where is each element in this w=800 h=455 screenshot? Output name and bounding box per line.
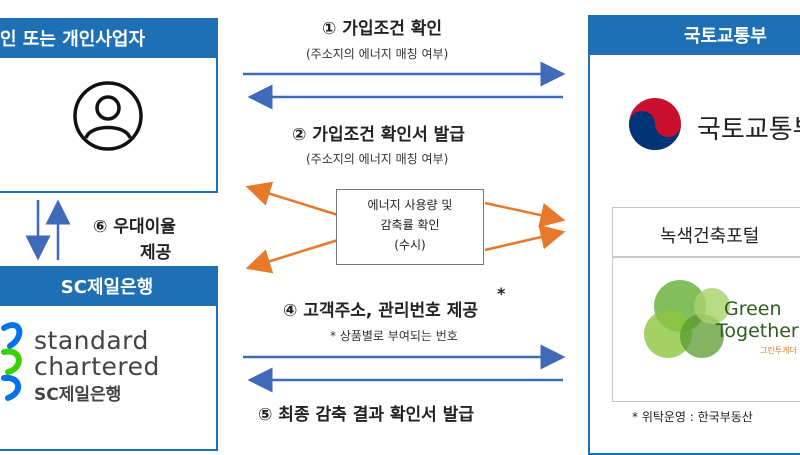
bank-logo-line3: SC제일은행 — [34, 385, 122, 405]
step3-box: 에너지 사용량 및 감축률 확인 (수시) — [336, 189, 484, 265]
arrow-step3-right-down — [484, 224, 566, 252]
bank-logo-line2: chartered — [34, 352, 160, 381]
step3-line2: 감축률 확인 — [380, 218, 440, 232]
step4-label: ④ 고객주소, 관리번호 제공 — [283, 301, 479, 321]
step1-label: ① 가입조건 확인 — [322, 19, 443, 39]
ministry-header-text: 국토교통부 — [684, 26, 767, 47]
person-icon — [73, 81, 143, 151]
arrow-step3-left-down — [245, 238, 339, 274]
arrow-step3-left-up — [245, 181, 339, 217]
step4-star: * — [497, 284, 506, 303]
bank-logo-line1: standard — [34, 326, 149, 355]
step2-label: ② 가입조건 확인서 발급 — [292, 125, 465, 145]
green-text-small: 그린투게더 — [760, 346, 797, 355]
step5-label: ⑤ 최종 감축 결과 확인서 발급 — [258, 405, 475, 425]
step2-sub: (주소지의 에너지 매칭 여부) — [306, 152, 449, 166]
arrow-step3-right-up — [484, 201, 566, 228]
bank-header-text: SC제일은행 — [60, 277, 154, 298]
portal-divider — [612, 256, 800, 258]
green-text-line2: Together — [716, 320, 799, 342]
preferential-rate-label-2: 제공 — [140, 243, 172, 263]
sc-logo-icon — [1, 322, 23, 401]
ministry-emblem-icon — [629, 98, 681, 150]
operator-note: * 위탁운영 : 한국부동산 — [632, 410, 753, 424]
ministry-header: 국토교통부 — [588, 15, 800, 55]
step4-sub: * 상품별로 부여되는 번호 — [330, 329, 458, 343]
step1-sub: (주소지의 에너지 매칭 여부) — [306, 47, 449, 61]
green-text-line1: Green — [724, 298, 782, 320]
step3-line1: 에너지 사용량 및 — [367, 198, 453, 212]
green-together-logo-icon — [644, 280, 730, 358]
ministry-logo-text: 국토교통부 — [697, 115, 800, 145]
individual-header-text: 인 또는 개인사업자 — [0, 29, 146, 50]
portal-label: 녹색건축포털 — [660, 226, 760, 247]
step3-line3: (수시) — [394, 238, 426, 252]
individual-header: 인 또는 개인사업자 — [0, 18, 218, 58]
bank-header: SC제일은행 — [0, 266, 218, 306]
preferential-rate-label: ⑥ 우대이율 — [93, 217, 176, 237]
flow-arrows — [25, 61, 566, 393]
